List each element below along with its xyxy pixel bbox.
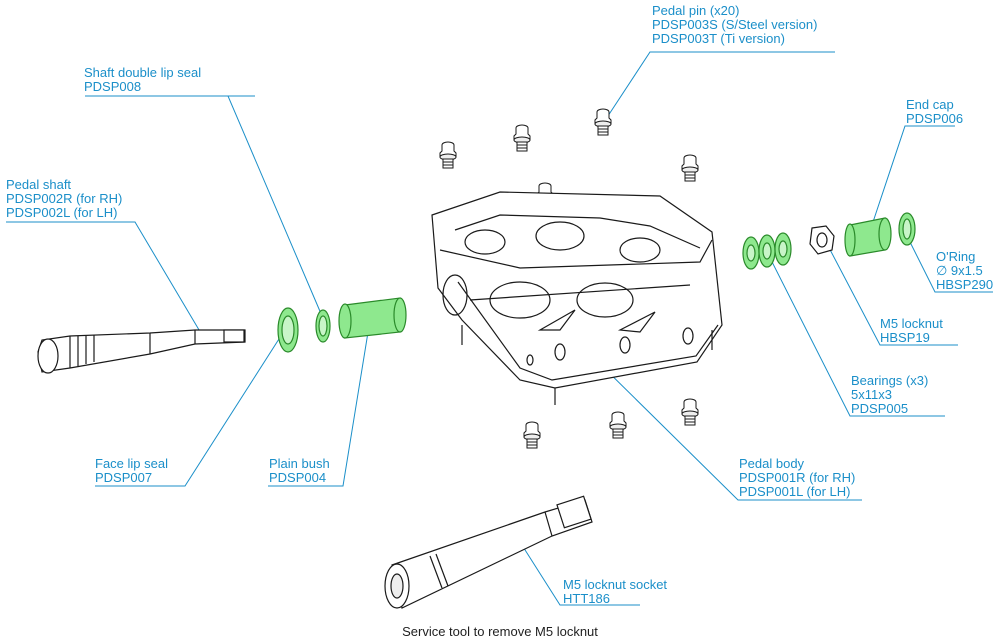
m5-locknut-socket (384, 495, 593, 609)
plain-bush (338, 297, 407, 339)
label-line: M5 locknut (880, 316, 943, 331)
label-line: Pedal body (739, 456, 805, 471)
label-bearings: Bearings (x3) 5x11x3 PDSP005 (851, 374, 928, 416)
label-line: HTT186 (563, 591, 610, 606)
label-line: PDSP003S (S/Steel version) (652, 17, 818, 32)
caption: Service tool to remove M5 locknut (402, 624, 598, 639)
label-m5-locknut: M5 locknut HBSP19 (880, 317, 943, 345)
seals (277, 307, 331, 353)
label-line: Pedal pin (x20) (652, 3, 740, 18)
label-pedal-body: Pedal body PDSP001R (for RH) PDSP001L (f… (739, 457, 855, 499)
label-o-ring: O'Ring ∅ 9x1.5 HBSP290 (936, 250, 993, 292)
label-line: PDSP006 (906, 111, 964, 126)
label-line: PDSP004 (269, 470, 327, 485)
label-pedal-pin: Pedal pin (x20) PDSP003S (S/Steel versio… (652, 4, 817, 46)
leader-lines (6, 51, 993, 606)
end-cap (844, 217, 892, 257)
label-line: PDSP002R (for RH) (6, 191, 123, 206)
label-plain-bush: Plain bush PDSP004 (269, 457, 330, 485)
label-line: Bearings (x3) (851, 373, 929, 388)
pedal-body (431, 191, 723, 405)
label-line: HBSP19 (880, 330, 930, 345)
label-line: End cap (906, 97, 954, 112)
label-line: Face lip seal (95, 456, 168, 471)
label-line: 5x11x3 (851, 387, 892, 402)
label-line: PDSP002L (for LH) (6, 205, 118, 220)
label-line: M5 locknut socket (563, 577, 668, 592)
label-line: O'Ring (936, 249, 976, 264)
label-line: HBSP290 (936, 277, 994, 292)
label-line: ∅ 9x1.5 (936, 263, 983, 278)
label-line: PDSP005 (851, 401, 909, 416)
o-ring (898, 212, 916, 246)
label-line: PDSP007 (95, 470, 153, 485)
label-line: PDSP003T (Ti version) (652, 31, 785, 46)
label-line: Plain bush (269, 456, 330, 471)
label-shaft-double-lip-seal: Shaft double lip seal PDSP008 (84, 66, 201, 94)
label-m5-locknut-socket: M5 locknut socket HTT186 (563, 578, 667, 606)
label-pedal-shaft: Pedal shaft PDSP002R (for RH) PDSP002L (… (6, 178, 122, 220)
label-line: Pedal shaft (6, 177, 72, 192)
m5-locknut (809, 225, 835, 255)
label-line: PDSP008 (84, 79, 142, 94)
label-line: PDSP001R (for RH) (739, 470, 856, 485)
label-end-cap: End cap PDSP006 (906, 98, 963, 126)
label-face-lip-seal: Face lip seal PDSP007 (95, 457, 168, 485)
pedal-shaft (37, 329, 246, 374)
label-line: PDSP001L (for LH) (739, 484, 851, 499)
label-line: Shaft double lip seal (84, 65, 202, 80)
bearings (742, 232, 792, 270)
